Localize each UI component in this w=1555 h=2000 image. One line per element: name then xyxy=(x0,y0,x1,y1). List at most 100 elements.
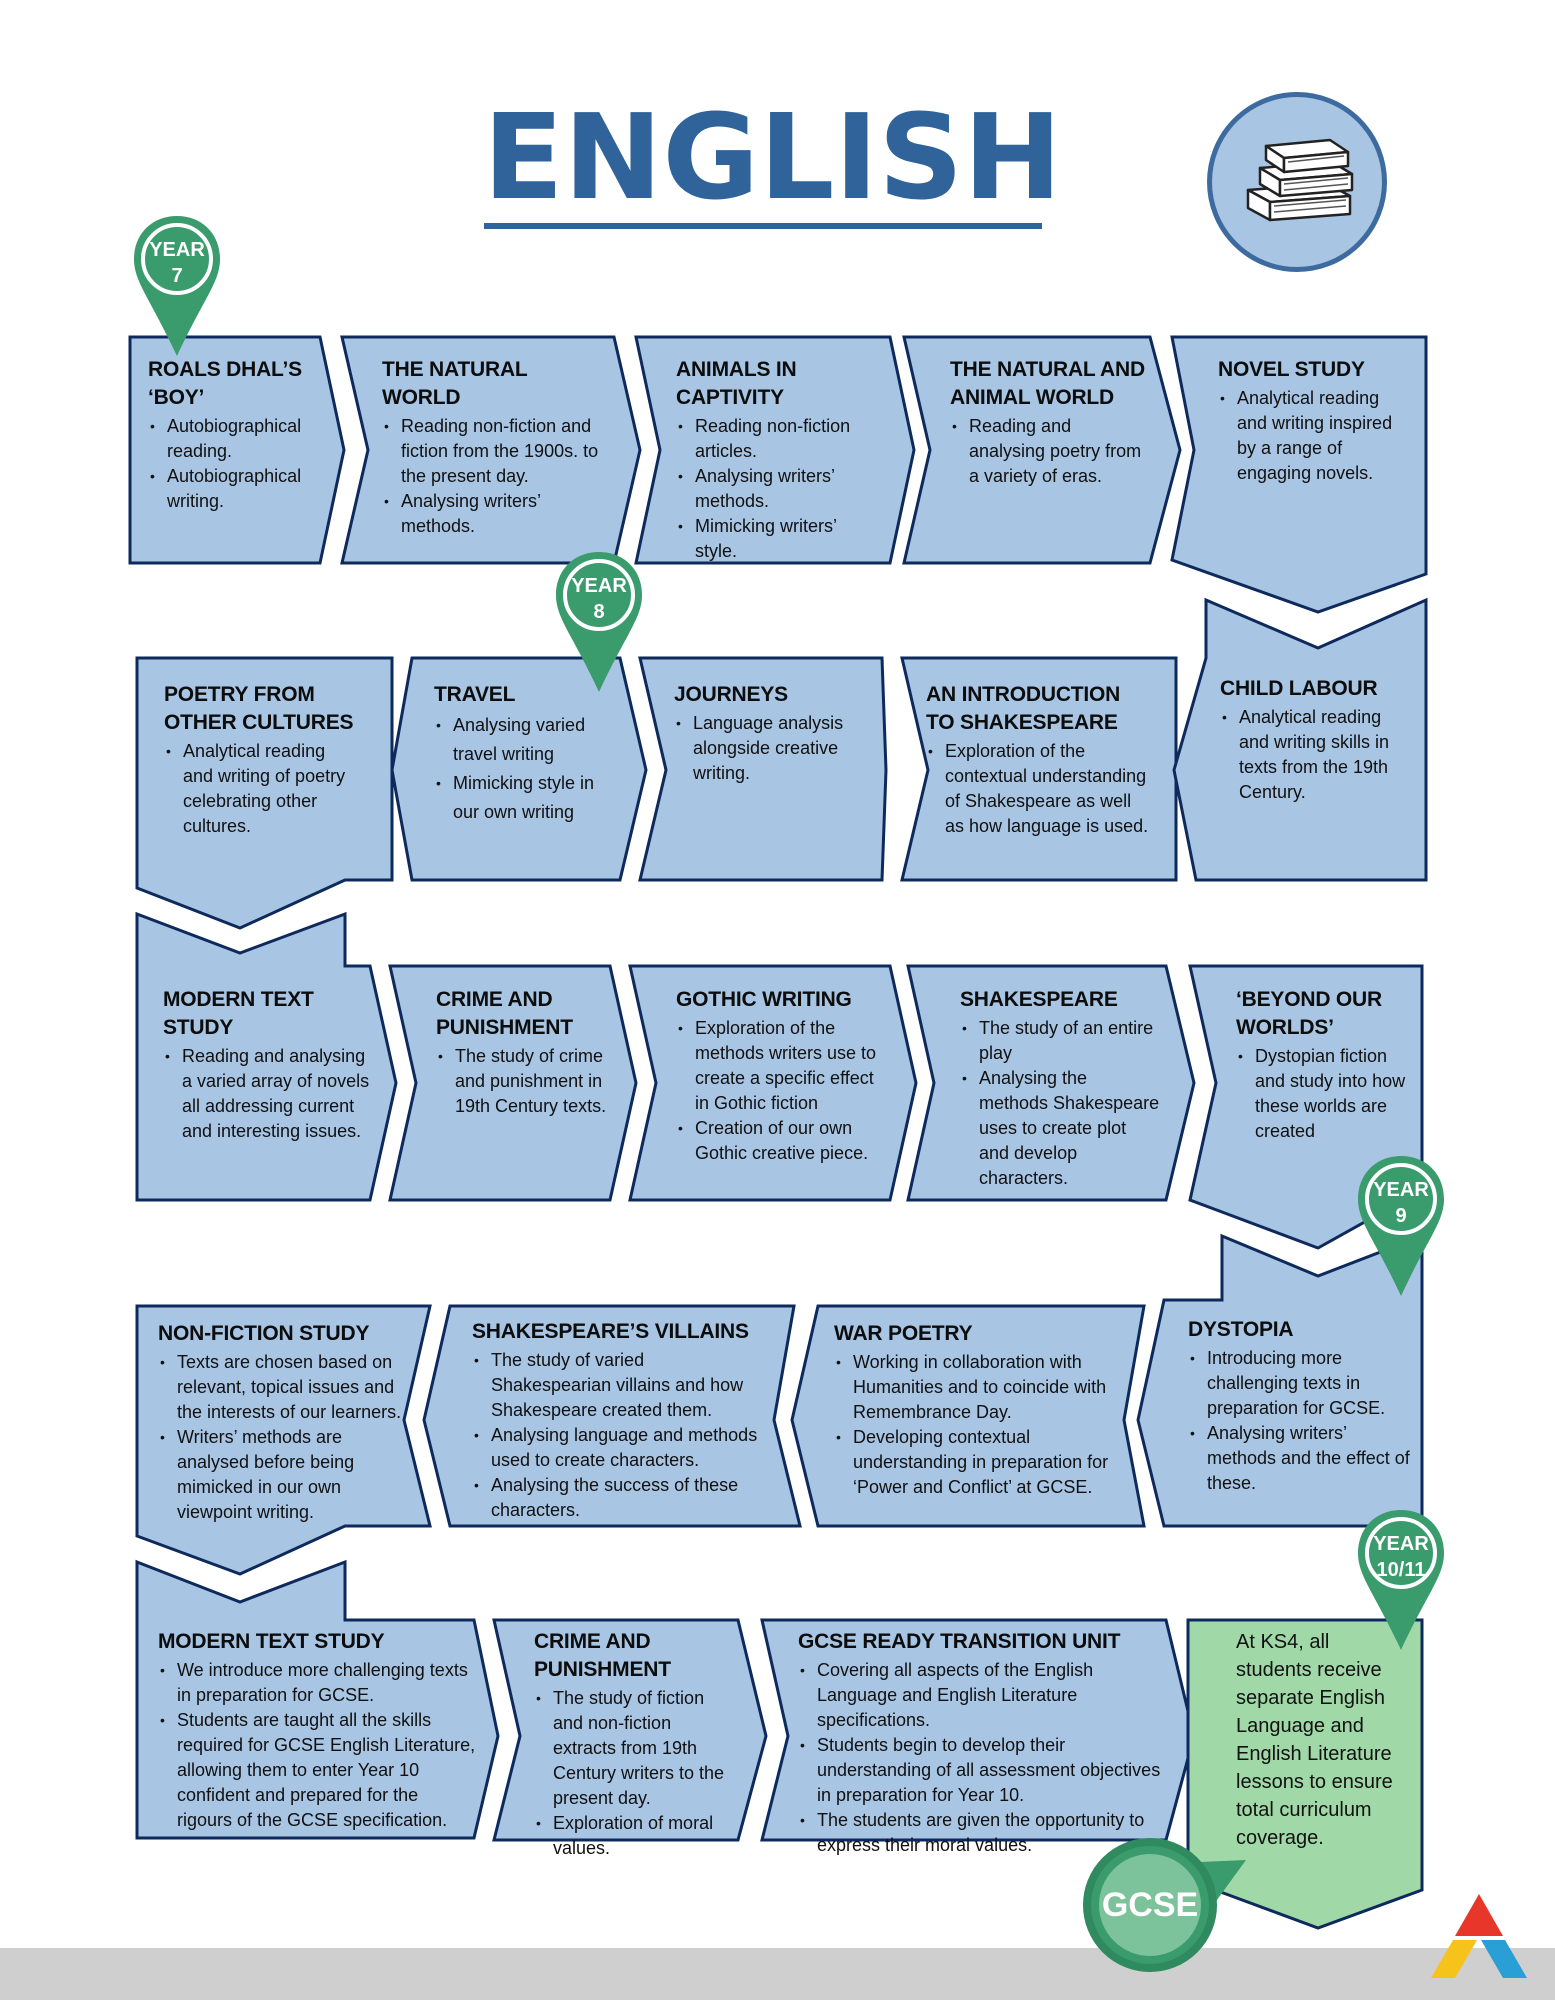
unit-bullet: The study of an entire play xyxy=(962,1016,1160,1066)
unit-title: TRAVEL xyxy=(434,683,516,706)
unit-card-23: At KS4, all students receive separate En… xyxy=(1236,1628,1406,1852)
unit-bullet: Reading and analysing poetry from a vari… xyxy=(952,414,1150,489)
unit-title: SHAKESPEARE xyxy=(960,988,1118,1011)
unit-title: JOURNEYS xyxy=(674,683,788,706)
unit-title: ‘BEYOND OUR WORLDS’ xyxy=(1236,988,1382,1039)
unit-card-5: NOVEL STUDY Analytical reading and writi… xyxy=(1218,356,1402,486)
unit-card-12: CRIME AND PUNISHMENT The study of crime … xyxy=(436,986,612,1119)
gcse-label: GCSE xyxy=(1099,1854,1201,1956)
unit-card-16: NON-FICTION STUDY Texts are chosen based… xyxy=(158,1320,404,1525)
pin-line1: YEAR xyxy=(1373,1179,1429,1201)
unit-bullet: Autobiographical reading. xyxy=(150,414,316,464)
unit-bullet: Exploration of the methods writers use t… xyxy=(678,1016,884,1116)
unit-title: GOTHIC WRITING xyxy=(676,988,852,1011)
pin-line2: 8 xyxy=(593,601,605,623)
unit-bullet: Working in collaboration with Humanities… xyxy=(836,1350,1112,1425)
book-badge xyxy=(1207,92,1387,272)
unit-bullet: Developing contextual understanding in p… xyxy=(836,1425,1112,1500)
pin-line1: YEAR xyxy=(571,575,627,597)
unit-bullet: Analysing the methods Shakespeare uses t… xyxy=(962,1066,1160,1191)
unit-bullet: Reading non-fiction articles. xyxy=(678,414,882,464)
unit-card-21: CRIME AND PUNISHMENT The study of fictio… xyxy=(534,1628,734,1861)
unit-card-3: ANIMALS IN CAPTIVITY Reading non-fiction… xyxy=(676,356,882,564)
year-10-11-pin: YEAR 10/11 xyxy=(1354,1506,1448,1656)
page-title: ENGLISH xyxy=(483,88,1063,226)
unit-card-14: SHAKESPEARE The study of an entire play … xyxy=(960,986,1160,1191)
unit-bullet: Analytical reading and writing of poetry… xyxy=(166,739,354,839)
location-pin-icon xyxy=(556,552,642,692)
unit-title: CRIME AND PUNISHMENT xyxy=(534,1630,671,1681)
unit-bullet: Mimicking writers’ style. xyxy=(678,514,882,564)
location-pin-icon xyxy=(134,216,220,356)
unit-card-7: TRAVEL Analysing varied travel writing M… xyxy=(434,681,604,827)
unit-bullet: Students begin to develop their understa… xyxy=(800,1733,1170,1808)
year-9-pin: YEAR 9 xyxy=(1354,1152,1448,1302)
unit-card-1: ROALS DHAL’S ‘BOY’ Autobiographical read… xyxy=(148,356,316,514)
unit-title: THE NATURAL AND ANIMAL WORLD xyxy=(950,358,1145,409)
pin-line2: 10/11 xyxy=(1376,1559,1426,1581)
unit-bullet: Autobiographical writing. xyxy=(150,464,316,514)
books-icon xyxy=(1246,138,1354,222)
unit-card-15: ‘BEYOND OUR WORLDS’ Dystopian fiction an… xyxy=(1236,986,1406,1144)
unit-title: THE NATURAL WORLD xyxy=(382,358,528,409)
ks4-summary: At KS4, all students receive separate En… xyxy=(1236,1631,1393,1849)
unit-bullet: Analysing varied travel writing xyxy=(436,711,604,769)
unit-bullet: Reading and analysing a varied array of … xyxy=(165,1044,373,1144)
title-underline xyxy=(484,223,1042,229)
unit-bullet: Analysing writers’ methods. xyxy=(384,489,610,539)
footer-bar xyxy=(0,1948,1555,2000)
unit-bullet: Dystopian fiction and study into how the… xyxy=(1238,1044,1406,1144)
unit-bullet: Analysing the success of these character… xyxy=(474,1473,768,1523)
unit-title: DYSTOPIA xyxy=(1188,1318,1294,1341)
unit-title: POETRY FROM OTHER CULTURES xyxy=(164,683,354,734)
pin-line2: 7 xyxy=(171,265,183,287)
unit-title: SHAKESPEARE’S VILLAINS xyxy=(472,1320,749,1343)
unit-title: CHILD LABOUR xyxy=(1220,677,1378,700)
gcse-badge: GCSE xyxy=(1083,1838,1217,1972)
unit-bullet: We introduce more challenging texts in p… xyxy=(160,1658,476,1708)
unit-bullet: Reading non-fiction and fiction from the… xyxy=(384,414,610,489)
unit-bullet: The students are given the opportunity t… xyxy=(800,1808,1170,1858)
unit-title: AN INTRODUCTION TO SHAKESPEARE xyxy=(926,683,1121,734)
unit-bullet: Texts are chosen based on relevant, topi… xyxy=(160,1350,404,1425)
unit-bullet: Analysing writers’ methods and the effec… xyxy=(1190,1421,1414,1496)
unit-card-17: SHAKESPEARE’S VILLAINS The study of vari… xyxy=(472,1318,768,1523)
pin-line2: 9 xyxy=(1395,1205,1407,1227)
unit-card-8: JOURNEYS Language analysis alongside cre… xyxy=(674,681,860,786)
year-8-pin: YEAR 8 xyxy=(552,548,646,698)
unit-title: MODERN TEXT STUDY xyxy=(158,1630,385,1653)
unit-card-19: DYSTOPIA Introducing more challenging te… xyxy=(1188,1316,1414,1496)
unit-bullet: Analytical reading and writing inspired … xyxy=(1220,386,1402,486)
unit-card-13: GOTHIC WRITING Exploration of the method… xyxy=(676,986,884,1166)
unit-card-22: GCSE READY TRANSITION UNIT Covering all … xyxy=(798,1628,1170,1858)
unit-bullet: Exploration of the contextual understand… xyxy=(928,739,1152,839)
location-pin-icon xyxy=(1358,1156,1444,1296)
unit-card-10: CHILD LABOUR Analytical reading and writ… xyxy=(1220,675,1400,805)
unit-card-9: AN INTRODUCTION TO SHAKESPEARE Explorati… xyxy=(926,681,1152,839)
unit-card-6: POETRY FROM OTHER CULTURES Analytical re… xyxy=(164,681,354,839)
unit-card-4: THE NATURAL AND ANIMAL WORLD Reading and… xyxy=(950,356,1150,489)
unit-card-11: MODERN TEXT STUDY Reading and analysing … xyxy=(163,986,373,1144)
unit-title: ANIMALS IN CAPTIVITY xyxy=(676,358,797,409)
unit-bullet: Mimicking style in our own writing xyxy=(436,769,604,827)
unit-bullet: Analysing writers’ methods. xyxy=(678,464,882,514)
unit-card-2: THE NATURAL WORLD Reading non-fiction an… xyxy=(382,356,610,539)
unit-bullet: The study of crime and punishment in 19t… xyxy=(438,1044,612,1119)
unit-bullet: Students are taught all the skills requi… xyxy=(160,1708,476,1833)
unit-title: GCSE READY TRANSITION UNIT xyxy=(798,1630,1121,1653)
unit-title: NON-FICTION STUDY xyxy=(158,1322,370,1345)
unit-card-18: WAR POETRY Working in collaboration with… xyxy=(834,1320,1112,1500)
triangle-logo-icon xyxy=(1431,1894,1527,1978)
pin-line1: YEAR xyxy=(149,239,205,261)
unit-bullet: Creation of our own Gothic creative piec… xyxy=(678,1116,884,1166)
unit-title: CRIME AND PUNISHMENT xyxy=(436,988,573,1039)
unit-bullet: Analytical reading and writing skills in… xyxy=(1222,705,1400,805)
unit-bullet: Writers’ methods are analysed before bei… xyxy=(160,1425,404,1525)
unit-title: NOVEL STUDY xyxy=(1218,358,1365,381)
unit-bullet: Analysing language and methods used to c… xyxy=(474,1423,768,1473)
pin-line1: YEAR xyxy=(1373,1533,1429,1555)
location-pin-icon xyxy=(1358,1510,1444,1650)
unit-card-20: MODERN TEXT STUDY We introduce more chal… xyxy=(158,1628,476,1833)
unit-title: MODERN TEXT STUDY xyxy=(163,988,314,1039)
year-7-pin: YEAR 7 xyxy=(130,212,224,362)
